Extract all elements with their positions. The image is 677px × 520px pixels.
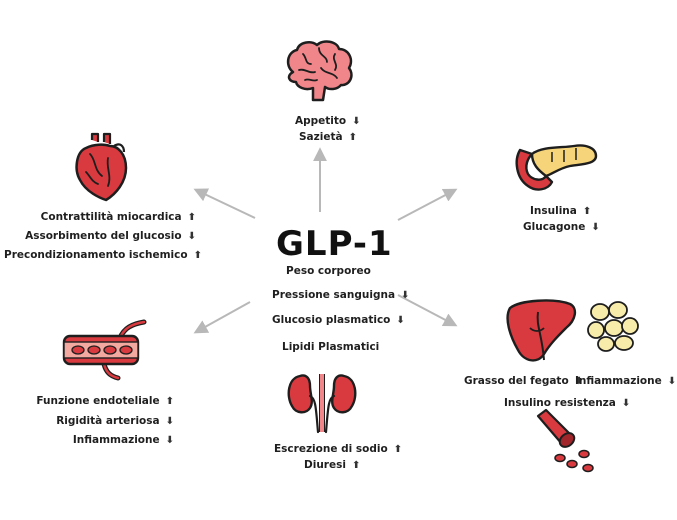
vessel-item-rigidita: Rigidità arteriosa⬇ [56,415,174,427]
up-arrow-icon: ⬆ [351,460,361,471]
brain-icon [286,40,353,102]
heart-item-contrattilita: Contrattilità miocardica⬆ [40,211,196,223]
down-arrow-icon: ⬇ [165,435,174,446]
liver-item-grasso: Grasso del fegato⬇ [464,375,584,387]
up-arrow-icon: ⬆ [187,212,196,223]
pancreas-item-glucagone: Glucagone⬇ [523,221,600,233]
heart-item-precondizionamento: Precondizionamento ischemico⬆ [4,249,202,261]
down-arrow-icon: ⬇ [401,290,410,301]
down-arrow-icon: ⬇ [352,116,361,127]
center-item-peso: Peso corporeo [286,265,371,277]
kidney-item-escrezione: Escrezione di sodio⬆ [274,443,403,455]
down-arrow-icon: ⬇ [165,416,174,427]
arrow-to-heart [193,188,256,219]
fat-cells-icon [587,301,639,352]
down-arrow-icon: ⬇ [574,376,584,387]
brain-item-appetito: Appetito⬇ [295,115,361,127]
up-arrow-icon: ⬆ [165,396,174,407]
brain-item-sazieta: Sazietà⬆ [299,131,357,143]
down-arrow-icon: ⬇ [621,398,631,409]
vessel-item-funzione: Funzione endoteliale⬆ [36,395,174,407]
up-arrow-icon: ⬆ [393,444,403,455]
liver-item-insulino: Insulino resistenza⬇ [504,397,631,409]
kidney-icon [287,374,357,434]
pancreas-icon [515,144,598,191]
down-arrow-icon: ⬇ [396,315,405,326]
pancreas-item-insulina: Insulina⬆ [530,205,592,217]
arrow-to-vessel [193,301,251,334]
heart-icon [75,132,128,202]
artery-icon [536,408,594,473]
center-item-pressione: Pressione sanguigna⬇ [272,289,410,301]
up-arrow-icon: ⬆ [193,250,202,261]
blood-vessel-icon [62,319,147,381]
up-arrow-icon: ⬆ [348,132,357,143]
down-arrow-icon: ⬇ [187,231,196,242]
glp1-title: GLP-1 [276,224,393,264]
center-item-glucosio: Glucosio plasmatico⬇ [272,314,405,326]
liver-item-infiammazione: Infiammazione⬇ [575,375,677,387]
kidney-item-diuresi: Diuresi⬆ [304,459,361,471]
liver-icon [506,299,577,362]
arrow-to-liver [397,294,458,327]
up-arrow-icon: ⬆ [582,206,592,217]
heart-item-assorbimento: Assorbimento del glucosio⬇ [25,230,196,242]
vessel-item-infiammazione: Infiammazione⬇ [72,434,174,446]
arrow-to-pancreas [397,188,458,221]
down-arrow-icon: ⬇ [667,376,677,387]
down-arrow-icon: ⬇ [591,222,600,233]
center-item-lipidi: Lipidi Plasmatici [282,341,380,353]
